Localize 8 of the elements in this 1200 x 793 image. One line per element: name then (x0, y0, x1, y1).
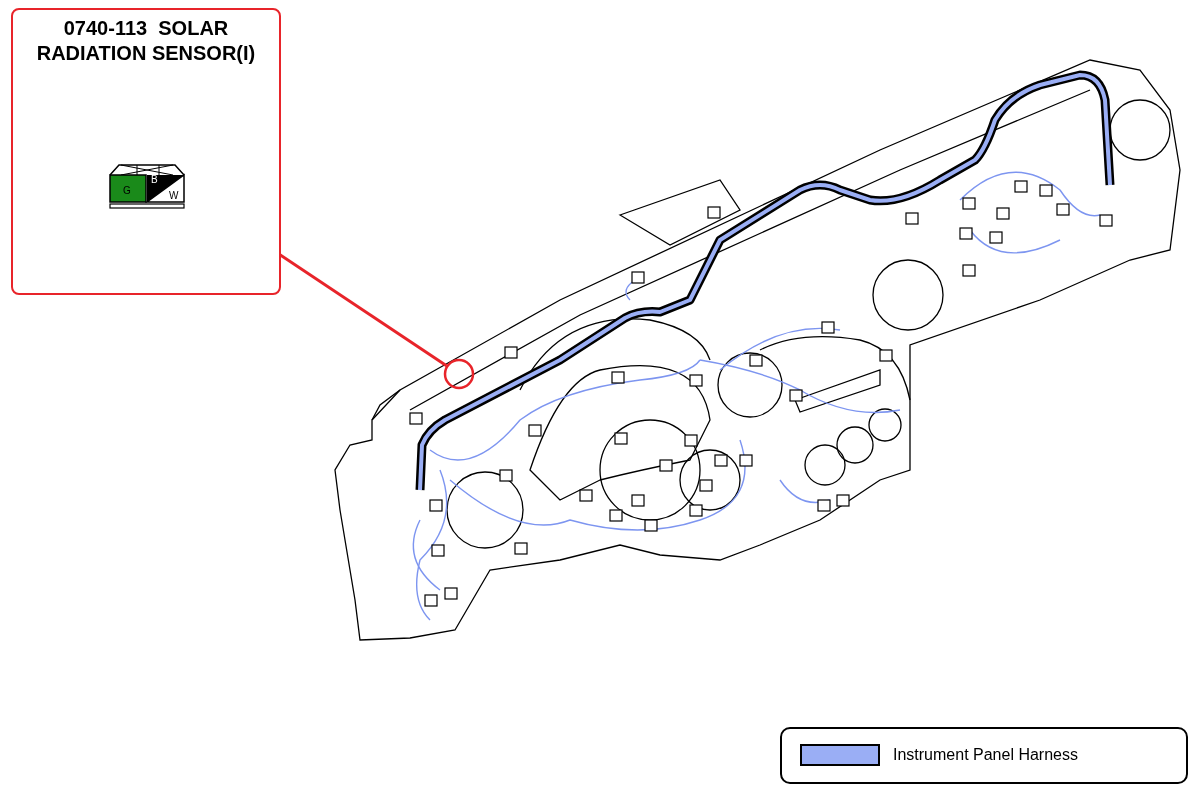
legend-label: Instrument Panel Harness (893, 746, 1078, 764)
pin-label: B (151, 175, 158, 185)
pin-label: G (123, 186, 131, 196)
callout-box (11, 8, 281, 295)
callout-title: 0740-113 SOLAR RADIATION SENSOR(I) (35, 16, 257, 66)
leader-line (279, 253, 448, 367)
pin-label: W (169, 191, 179, 201)
highlight-circle (443, 358, 475, 390)
